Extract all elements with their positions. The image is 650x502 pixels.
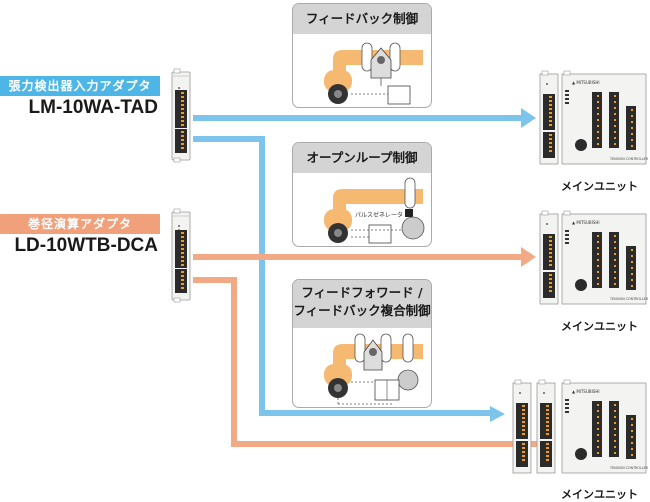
main-unit-1-caption: メインユニット: [561, 180, 638, 193]
pulse-generator-label: パルスゼネレータ: [355, 211, 403, 219]
blue-arrow-to-unit-1: [193, 108, 536, 128]
main-unit-2-caption: メインユニット: [561, 320, 638, 333]
open-loop-control-panel: オープンループ制御 パルスゼネレータ: [292, 142, 432, 247]
diameter-adapter-tag: 巻径演算アダプタ: [0, 214, 160, 234]
tension-adapter-model: LM-10WA-TAD: [28, 97, 158, 118]
tension-adapter-tag: 張力検出器入力アダプタ: [0, 76, 160, 96]
feedforward-feedback-control-panel: フィードフォワード / フィードバック複合制御: [292, 279, 432, 408]
diameter-adapter-model: LD-10WTB-DCA: [14, 235, 158, 256]
panel-title: オープンループ制御: [293, 143, 431, 173]
blue-arrow-to-unit-3: [193, 136, 505, 422]
panel-title: フィードバック制御: [293, 4, 431, 34]
salmon-arrow-to-unit-2: [193, 247, 536, 267]
panel-title: フィードフォワード / フィードバック複合制御: [293, 280, 431, 328]
feedback-control-panel: フィードバック制御: [292, 3, 432, 108]
main-unit-3-caption: メインユニット: [561, 488, 638, 501]
